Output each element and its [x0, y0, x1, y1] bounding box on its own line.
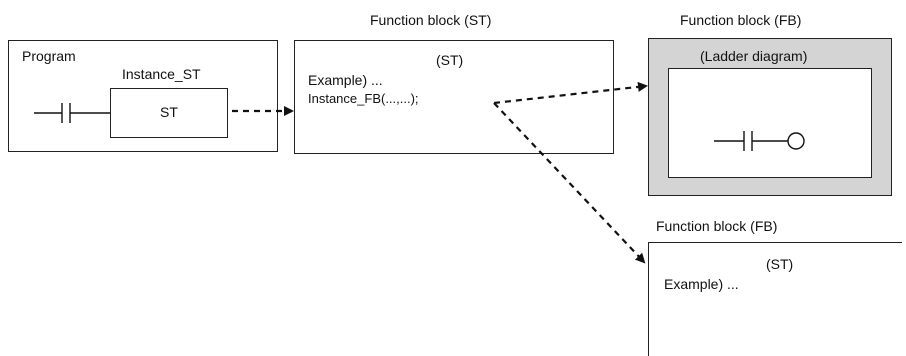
instance-st-block-label: ST: [160, 104, 178, 120]
fb-st-lang: (ST): [436, 52, 464, 68]
fb-st-call: Instance_FB(...,...);: [308, 91, 419, 106]
fb-st-box: [294, 40, 614, 154]
fb-ladder-inner-label: (Ladder diagram): [700, 48, 808, 64]
fb-st2-box: [648, 242, 902, 356]
fb-st2-title: Function block (FB): [656, 218, 778, 234]
fb-st-example: Example) ...: [308, 72, 383, 88]
program-label: Program: [22, 48, 76, 64]
instance-st-label: Instance_ST: [122, 66, 201, 82]
fb-ladder-title: Function block (FB): [680, 12, 802, 28]
instance-st-block: [110, 88, 228, 138]
fb-st-title: Function block (ST): [370, 12, 492, 28]
fb-st2-example: Example) ...: [664, 276, 739, 292]
fb-ladder-inner-box: [668, 68, 872, 178]
ladder-contact-coil-icon: [714, 131, 805, 151]
fb-st2-lang: (ST): [766, 256, 794, 272]
arrow-fb-st-to-fb-st2: [493, 102, 646, 264]
arrow-fb-st-to-ladder: [493, 81, 648, 105]
program-contact-icon: [34, 103, 110, 123]
